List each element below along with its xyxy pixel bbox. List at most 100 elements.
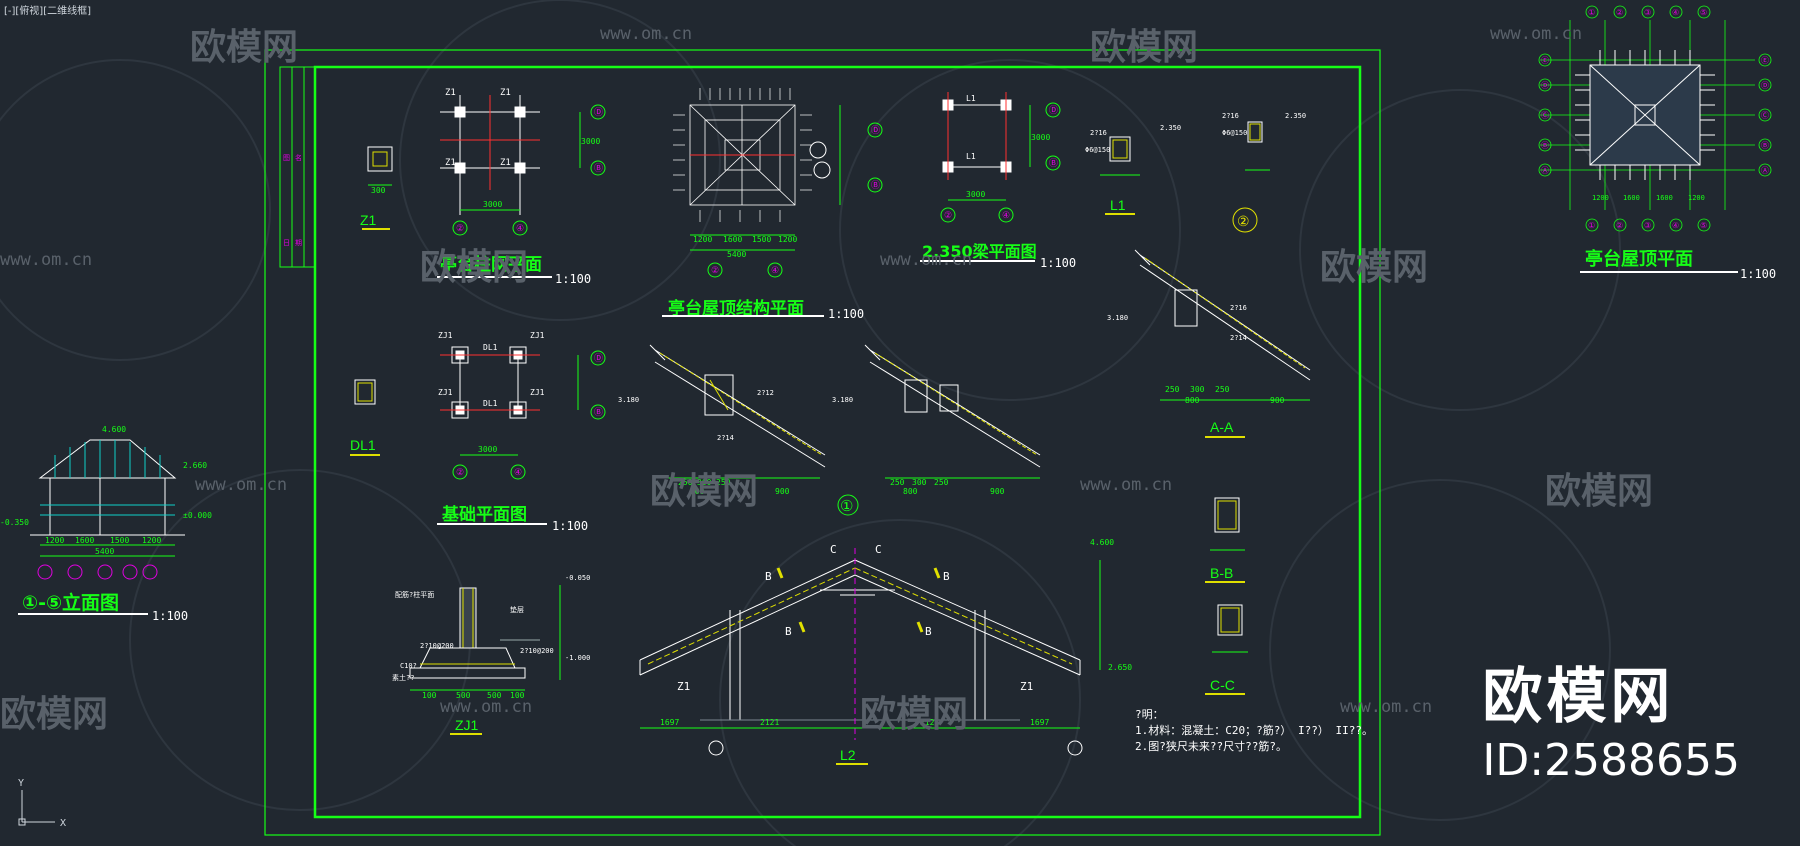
svg-text:Ⓑ: Ⓑ xyxy=(1049,158,1058,169)
svg-text:C10?: C10? xyxy=(400,662,417,670)
title-beam-plan: 2.350梁平面图 xyxy=(922,242,1037,261)
svg-text:素土??: 素土?? xyxy=(392,673,414,682)
label-z1: Z1 xyxy=(360,212,377,228)
label-aa: A-A xyxy=(1210,419,1234,435)
svg-text:2?14: 2?14 xyxy=(1230,334,1247,342)
label-l2: L2 xyxy=(840,747,856,763)
svg-text:500: 500 xyxy=(456,691,471,700)
svg-text:900: 900 xyxy=(1270,396,1285,405)
svg-text:300: 300 xyxy=(1190,385,1205,394)
svg-text:Ⓔ: Ⓔ xyxy=(1761,56,1769,65)
elev-ground: -0.350 xyxy=(0,518,29,527)
svg-text:Φ6@150: Φ6@150 xyxy=(1085,146,1110,154)
outer-frame xyxy=(264,49,1381,836)
svg-text:日: 日 xyxy=(283,239,290,247)
svg-text:Ⓓ: Ⓓ xyxy=(1049,105,1058,116)
notes-head: ?明： xyxy=(1135,708,1164,721)
underline-foundation-plan xyxy=(437,523,547,525)
svg-text:1600: 1600 xyxy=(1656,194,1673,202)
svg-text:Ⓓ: Ⓓ xyxy=(871,125,880,136)
svg-text:300: 300 xyxy=(912,478,927,487)
svg-text:1200: 1200 xyxy=(45,536,64,545)
svg-text:1200: 1200 xyxy=(1688,194,1705,202)
viewport-controls[interactable]: [-][俯视][二维线框] xyxy=(4,6,92,17)
svg-text:④: ④ xyxy=(516,224,524,234)
dim-sec-total: 800 xyxy=(690,487,705,496)
watermark-6: 欧模网 xyxy=(1545,471,1654,512)
l1-section xyxy=(1100,121,1270,233)
beam-plan-axes xyxy=(947,92,1007,180)
watermark-3: 欧模网 xyxy=(420,247,529,288)
scale-roof-plan: 1:100 xyxy=(1740,267,1777,281)
dim-col-span: 3000 xyxy=(483,200,502,209)
dim-sec-b: 300 xyxy=(697,478,712,487)
svg-text:3.180: 3.180 xyxy=(1107,314,1128,322)
watermark-url-7: www.om.cn xyxy=(440,697,533,717)
dim-sec-c: 250 xyxy=(716,478,731,487)
svg-text:Ⓓ: Ⓓ xyxy=(1761,81,1769,90)
svg-text:DL1: DL1 xyxy=(483,343,498,352)
watermark-2: 欧模网 xyxy=(1090,27,1199,68)
svg-text:ZJ1: ZJ1 xyxy=(530,331,545,340)
dim-sec-a: 250 xyxy=(678,478,693,487)
scale-beam-plan: 1:100 xyxy=(1040,256,1077,270)
watermark-8: 欧模网 xyxy=(860,694,969,735)
inner-frame xyxy=(313,65,1362,819)
svg-text:1600: 1600 xyxy=(75,536,94,545)
watermark-url-1: www.om.cn xyxy=(600,24,693,44)
dim-col-size: 300 xyxy=(371,186,386,195)
section-aa xyxy=(1134,249,1311,381)
svg-text:Ⓐ: Ⓐ xyxy=(1541,166,1549,175)
dim-bay-total: 5400 xyxy=(727,250,746,259)
svg-text:Z1: Z1 xyxy=(1020,680,1033,693)
svg-text:B: B xyxy=(765,570,772,583)
svg-text:C: C xyxy=(830,543,837,556)
label-bb: B-B xyxy=(1210,565,1233,581)
title-strip xyxy=(279,66,316,268)
watermark-url-2: www.om.cn xyxy=(1490,24,1583,44)
svg-text:100: 100 xyxy=(422,691,437,700)
svg-text:1600: 1600 xyxy=(1623,194,1640,202)
svg-text:Ⓐ: Ⓐ xyxy=(1761,166,1769,175)
dim-col-span-v: 3000 xyxy=(581,137,600,146)
svg-text:100: 100 xyxy=(510,691,525,700)
svg-text:5400: 5400 xyxy=(95,547,114,556)
svg-text:③: ③ xyxy=(1644,221,1651,230)
svg-text:①: ① xyxy=(1588,221,1595,230)
label-detail1: ① xyxy=(840,497,853,515)
svg-text:Z1: Z1 xyxy=(445,88,456,98)
title-elevation: ①-⑤立面图 xyxy=(22,592,120,614)
svg-text:配筋?柱平面: 配筋?柱平面 xyxy=(395,590,434,599)
label-dl1: DL1 xyxy=(350,437,376,453)
svg-text:250: 250 xyxy=(934,478,949,487)
section-2 xyxy=(864,344,1041,468)
svg-text:-0.050: -0.050 xyxy=(565,574,590,582)
dim-l2-c: 2121 xyxy=(920,718,939,727)
svg-text:250: 250 xyxy=(1165,385,1180,394)
scale-elevation: 1:100 xyxy=(152,609,189,623)
notes-line2: 2.图?狭尺未来??尺寸??筋?。 xyxy=(1135,740,1287,753)
svg-text:B: B xyxy=(925,625,932,638)
column-plan-dims xyxy=(368,104,606,236)
svg-text:900: 900 xyxy=(990,487,1005,496)
underline-roof-structure xyxy=(662,315,824,317)
svg-text:④: ④ xyxy=(1672,221,1679,230)
ucs-icon xyxy=(18,790,55,826)
watermark-arcs xyxy=(0,0,1621,846)
svg-text:Ⓓ: Ⓓ xyxy=(1541,81,1549,90)
svg-text:期: 期 xyxy=(295,239,302,247)
svg-text:Z1: Z1 xyxy=(445,158,456,168)
underline-beam-plan xyxy=(920,260,1035,262)
elevation-drawing xyxy=(30,439,185,536)
elev-floor: ±0.000 xyxy=(183,511,212,520)
section-cc xyxy=(1212,604,1248,653)
svg-text:2?10@200: 2?10@200 xyxy=(520,647,554,655)
svg-text:Ⓑ: Ⓑ xyxy=(871,180,880,191)
svg-text:ZJ1: ZJ1 xyxy=(530,388,545,397)
svg-text:名: 名 xyxy=(295,153,302,162)
svg-text:L1: L1 xyxy=(966,94,976,103)
roof-plan-rafters xyxy=(1575,50,1715,180)
svg-text:3.180: 3.180 xyxy=(832,396,853,404)
